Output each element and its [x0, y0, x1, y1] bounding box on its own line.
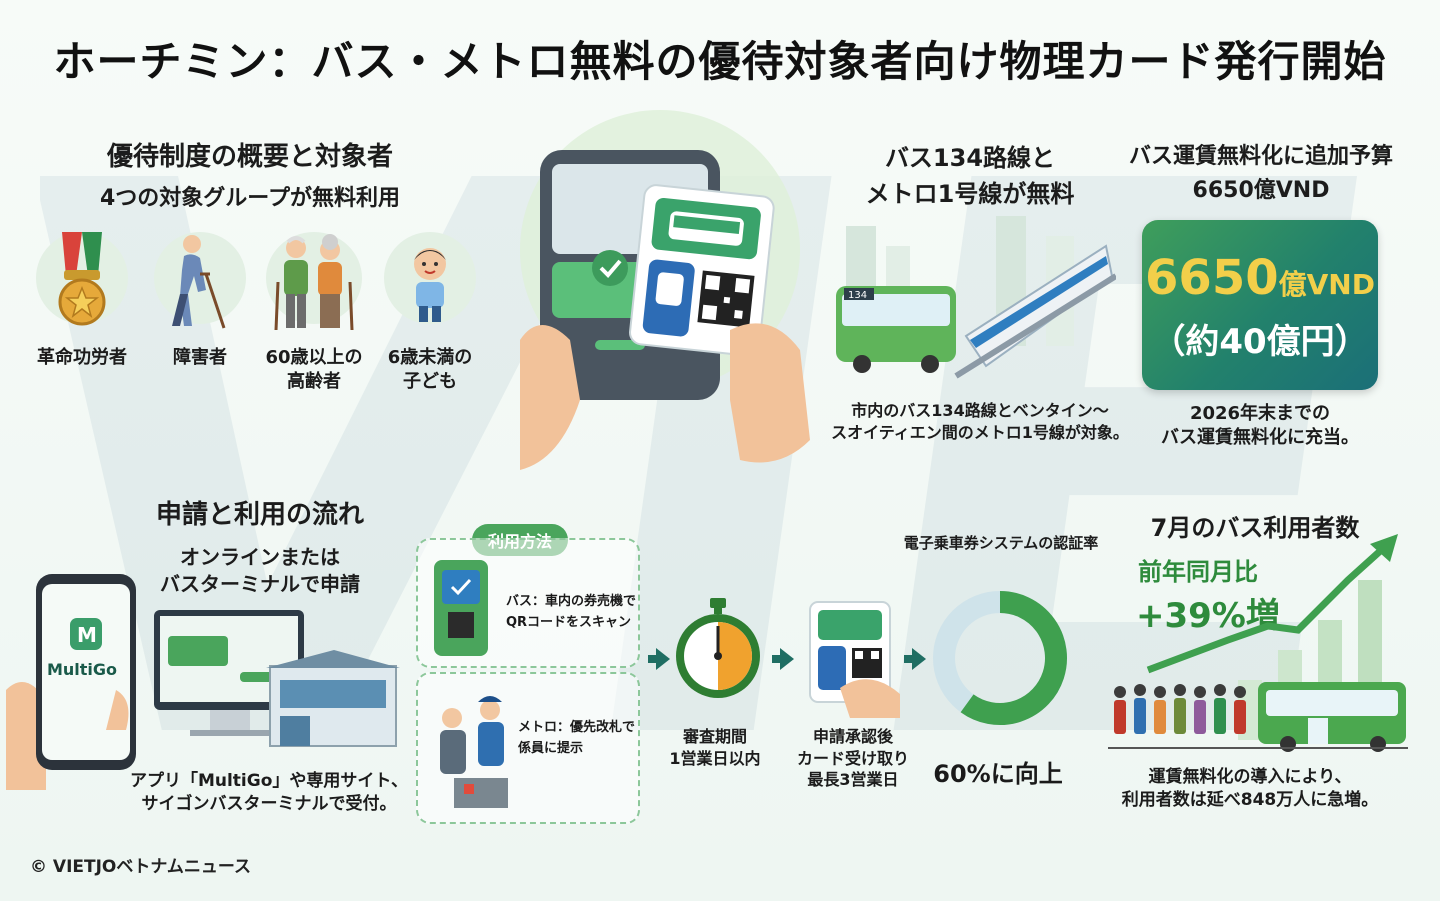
group-label-disabled: 障害者: [173, 347, 227, 368]
ridership-caption: 運賃無料化の導入により、 利用者数は延べ848万人に急増。: [1121, 767, 1379, 810]
ridership-illustration: [1108, 534, 1408, 752]
routes-caption: 市内のバス134路線とベンタイン～ スオイティエン間のメトロ1号線が対象。: [831, 401, 1129, 442]
yoy-label: 前年同月比: [1138, 558, 1258, 586]
budget-unit: 億VND: [1278, 268, 1375, 301]
green-bus: [1258, 682, 1406, 752]
usage-metro-box: メトロ：優先改札で 係員に提示: [416, 672, 640, 824]
auth-heading: 電子乗車券システムの認証率: [903, 534, 1099, 552]
auth-rate-donut: [933, 591, 1067, 725]
flow-arrow-3: [904, 648, 926, 670]
elderly-couple-icon: [266, 232, 362, 331]
ridership-heading: 7月のバス利用者数: [1150, 514, 1360, 542]
group-disabled: [154, 232, 246, 329]
group-label-elderly: 60歳以上の 高齢者: [265, 347, 363, 393]
usage-metro-text: メトロ：優先改札で 係員に提示: [518, 720, 636, 756]
budget-caption: 2026年末までの バス運賃無料化に充当。: [1161, 403, 1359, 449]
overview-heading: 優待制度の概要と対象者: [106, 142, 393, 172]
budget-amount: 6650: [1145, 250, 1279, 306]
medal-icon: [36, 232, 128, 326]
review-period: 審査期間 1営業日以内: [669, 727, 761, 768]
budget-highlight-box: 6650億VND （約40億円）: [1142, 220, 1378, 390]
flow-heading: 申請と利用の流れ: [155, 500, 364, 530]
growth-trend-arrow: [1146, 541, 1391, 674]
stopwatch-icon: [676, 598, 760, 698]
group-elderly: [266, 232, 362, 331]
budget-heading: バス運賃無料化に追加予算 6650億VND: [1128, 144, 1393, 204]
usage-bus-box: バス：車内の券売機で QRコードをスキャン: [416, 538, 640, 668]
flow-arrow-1: [648, 648, 670, 670]
group-veteran: [36, 232, 128, 326]
child-icon: [384, 232, 476, 324]
apply-caption: アプリ「MultiGo」や専用サイト、 サイゴンバスターミナルで受付。: [129, 771, 409, 814]
multigo-phone: M: [6, 574, 136, 790]
card-in-hand-icon: [809, 601, 900, 718]
credit: © VIETJOベトナムニュース: [30, 857, 252, 877]
group-label-child: 6歳未満の 子ども: [387, 347, 473, 393]
group-child: [384, 232, 476, 324]
budget-yen: （約40億円）: [1151, 322, 1369, 362]
donut-progress-arc: [960, 591, 1067, 725]
bus-metro-illustration: 134: [836, 216, 1116, 379]
group-label-veteran: 革命功労者: [37, 347, 127, 368]
metro-staff-icon: [440, 696, 508, 808]
card-delivery-text: 申請承認後 カード受け取り 最長3営業日: [796, 727, 909, 790]
bus-number: 134: [848, 290, 867, 301]
ticket-machine-icon: [434, 560, 488, 656]
person-with-cane-icon: [154, 232, 246, 329]
phone-card-illustration: [520, 150, 810, 470]
routes-heading: バス134路線と メトロ1号線が無料: [865, 144, 1075, 208]
app-name: MultiGo: [46, 660, 118, 679]
usage-bus-text: バス：車内の券売機で QRコードをスキャン: [506, 594, 637, 630]
auth-caption: 60%に向上: [933, 760, 1063, 788]
website-terminal-illustration: [154, 610, 400, 747]
flow-apply-text: オンラインまたは バスターミナルで申請: [160, 545, 360, 596]
svg-text:M: M: [77, 623, 97, 647]
overview-subheading: 4つの対象グループが無料利用: [100, 186, 400, 211]
page-title: ホーチミン：バス・メトロ無料の優待対象者向け物理カード発行開始: [53, 37, 1387, 86]
flow-arrow-2: [772, 648, 794, 670]
people-queue: [1114, 684, 1246, 734]
